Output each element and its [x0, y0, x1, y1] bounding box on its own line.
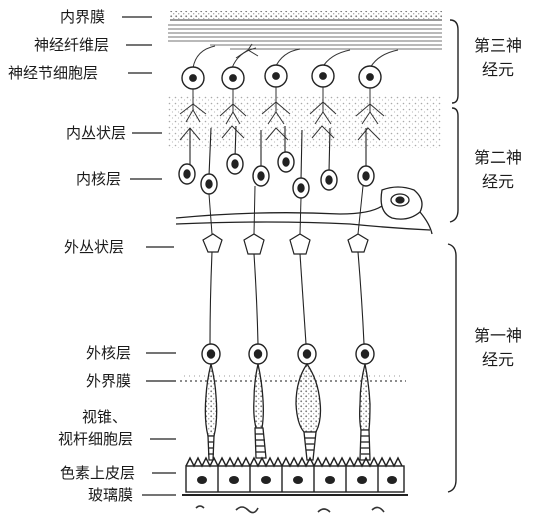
- rods-and-cones: [204, 362, 371, 461]
- pigment-cell-nuclei: [197, 476, 397, 484]
- photoreceptor-nucleus: [297, 343, 317, 365]
- outer-plexiform-terminals: [202, 233, 369, 255]
- label-inner-plexiform-layer: 内丛状层: [66, 124, 127, 142]
- label-outer-plexiform-layer: 外丛状层: [64, 238, 125, 256]
- bipolar-cell: [226, 153, 244, 175]
- inner-plexiform-layer: [168, 87, 442, 148]
- bipolar-cell: [320, 169, 338, 191]
- synaptic-terminal: [347, 233, 369, 253]
- third-neuron-label-line2: 经元: [481, 60, 514, 79]
- label-rod-cone-layer-line2: 视杆细胞层: [58, 430, 134, 448]
- photoreceptor-fibers: [209, 251, 365, 345]
- rod-cell: [253, 363, 267, 459]
- bipolar-cell: [178, 163, 196, 185]
- bipolar-cell: [252, 165, 270, 187]
- leader-lines: [122, 16, 176, 496]
- label-bruchs-membrane: 玻璃膜: [88, 486, 134, 504]
- label-inner-nuclear-layer: 内核层: [76, 170, 122, 188]
- horizontal-cell: [175, 186, 433, 235]
- bipolar-cell: [277, 151, 295, 173]
- neuron-braces: [447, 19, 459, 493]
- synaptic-terminal: [243, 233, 265, 255]
- ganglion-cell: [181, 66, 205, 90]
- third-neuron-label-line1: 第三神: [473, 36, 522, 55]
- cone-cell: [204, 363, 218, 461]
- bipolar-cell: [292, 177, 310, 199]
- label-rod-cone-layer-line1: 视锥、: [82, 408, 128, 426]
- brace-first-neuron: [447, 243, 457, 493]
- synaptic-terminal: [202, 233, 223, 253]
- ganglion-axons: [192, 43, 399, 69]
- ganglion-cell: [264, 64, 288, 88]
- nerve-fiber-layer: [168, 24, 442, 50]
- label-nerve-fiber-layer: 神经纤维层: [34, 36, 110, 54]
- third-neuron-label: 第三神 经元: [468, 34, 528, 82]
- label-pigment-epithelium: 色素上皮层: [60, 464, 136, 482]
- ganglion-cells: [181, 64, 382, 90]
- cone-cell: [295, 362, 322, 461]
- label-outer-nuclear-layer: 外核层: [86, 344, 132, 362]
- synaptic-terminal: [289, 233, 311, 255]
- bipolar-dendrites: [208, 185, 364, 235]
- ganglion-cell: [221, 66, 245, 90]
- rod-cell: [359, 363, 371, 461]
- first-neuron-label-line1: 第一神: [473, 326, 522, 345]
- choroid-squiggles: [195, 505, 385, 514]
- brace-second-neuron: [449, 107, 459, 223]
- bipolar-cell: [357, 165, 375, 187]
- first-neuron-label-line2: 经元: [481, 350, 514, 369]
- first-neuron-label: 第一神 经元: [468, 324, 528, 372]
- photoreceptor-nucleus: [355, 343, 375, 365]
- photoreceptor-nuclei: [201, 343, 375, 365]
- bipolar-cell: [200, 173, 218, 195]
- ganglion-cell: [358, 65, 382, 89]
- photoreceptor-nucleus: [201, 343, 221, 365]
- label-inner-limiting-membrane: 内界膜: [60, 8, 106, 26]
- bipolar-cell-processes: [189, 125, 367, 181]
- label-ganglion-cell-layer: 神经节细胞层: [8, 64, 99, 82]
- photoreceptor-nucleus: [248, 343, 268, 365]
- second-neuron-label: 第二神 经元: [468, 146, 528, 194]
- brace-third-neuron: [449, 19, 459, 104]
- ganglion-cell: [311, 64, 335, 88]
- second-neuron-label-line2: 经元: [481, 172, 514, 191]
- bipolar-cells: [178, 151, 375, 199]
- label-outer-limiting-membrane: 外界膜: [86, 372, 132, 390]
- inner-limiting-membrane: [170, 11, 442, 21]
- second-neuron-label-line1: 第二神: [473, 148, 522, 167]
- pigment-epithelium-layer: [185, 456, 405, 493]
